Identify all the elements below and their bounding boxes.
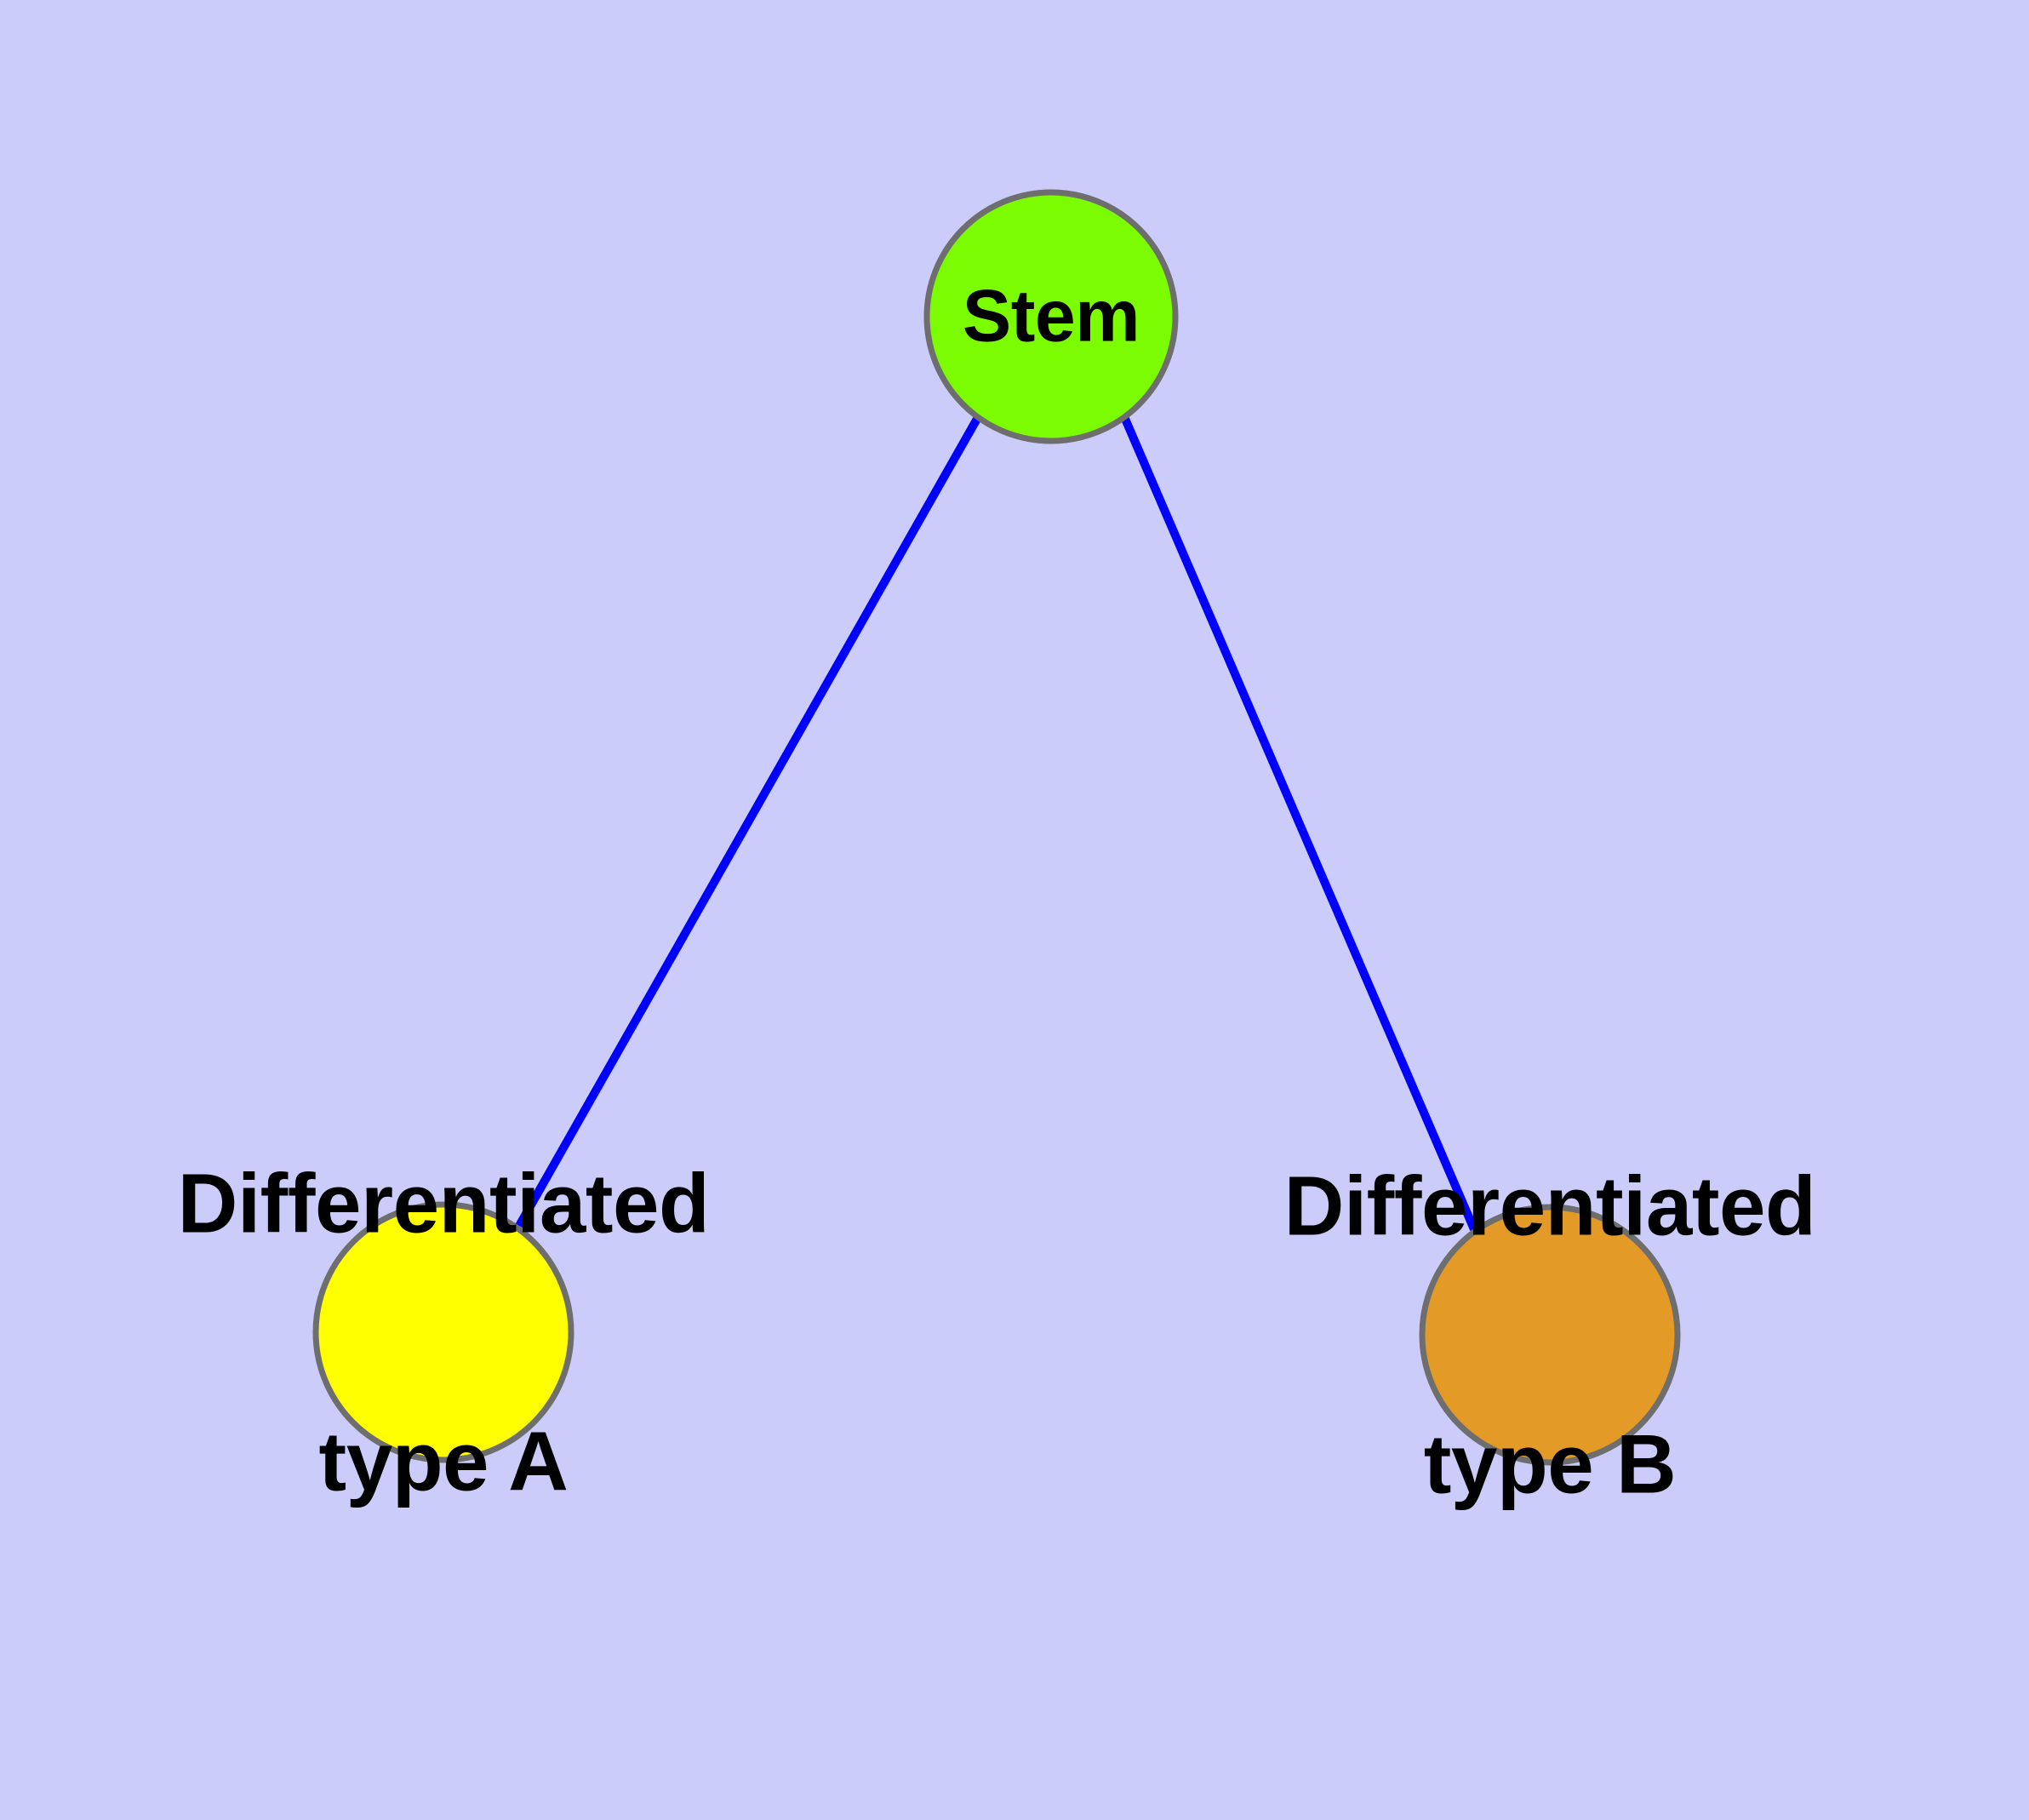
edge-stem-to-differentiated-type-b (1121, 417, 1478, 1231)
node-layer (312, 189, 1681, 1466)
node-differentiated-type-b[interactable] (1419, 1204, 1681, 1466)
node-stem[interactable] (923, 189, 1179, 444)
node-differentiated-type-a[interactable] (312, 1201, 574, 1463)
edge-stem-to-differentiated-type-a (515, 416, 981, 1228)
edge-layer (515, 416, 1478, 1231)
